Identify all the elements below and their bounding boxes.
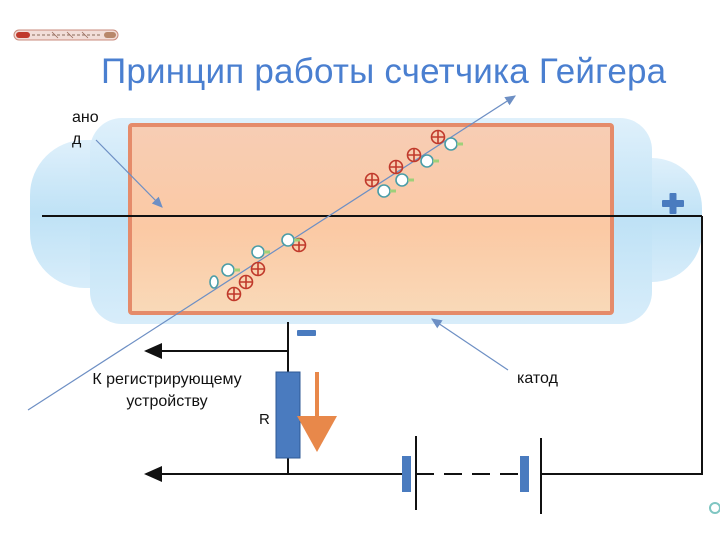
ion [250, 261, 266, 277]
electron [251, 245, 270, 259]
ions [226, 129, 446, 302]
ion [238, 274, 254, 290]
geiger-tube-photo-icon [13, 29, 119, 41]
battery [402, 436, 542, 514]
ion [406, 147, 422, 163]
circuit-wires [144, 216, 703, 482]
resistor-label: R [259, 411, 270, 428]
resistor [275, 371, 301, 459]
electron [420, 154, 439, 168]
electron [221, 263, 240, 277]
ion [226, 286, 242, 302]
ion [388, 159, 404, 175]
anode-label: анод [72, 109, 99, 148]
anode-pointer [95, 139, 163, 208]
negative-terminal-icon [297, 330, 316, 336]
electron [444, 137, 463, 151]
cathode-label: катод [517, 370, 558, 387]
ion [364, 172, 380, 188]
electron [281, 233, 300, 247]
cathode-cylinder [128, 123, 614, 315]
device-label: К регистрирующему устройству [92, 371, 242, 410]
cathode-pointer [431, 318, 509, 371]
ion [430, 129, 446, 145]
electrons [209, 137, 463, 289]
page-title: Принцип работы счетчика Гейгера [101, 52, 667, 91]
positive-terminal-icon [662, 193, 684, 214]
electron [377, 184, 396, 198]
corner-circle-icon [709, 502, 720, 514]
particle-track [27, 95, 517, 411]
electron [395, 173, 414, 187]
electron [209, 275, 219, 289]
